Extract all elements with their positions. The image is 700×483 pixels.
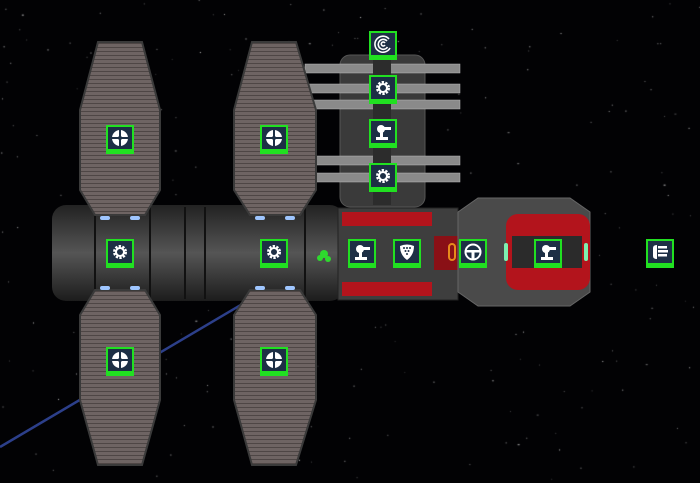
system-room-shields[interactable]	[393, 239, 421, 268]
system-room-engine-mid-1[interactable]	[106, 239, 134, 268]
hand-icon	[653, 245, 668, 259]
turret-icon	[541, 245, 556, 260]
gear-icon	[376, 169, 390, 183]
system-room-weapon-front[interactable]	[534, 239, 562, 268]
system-room-engine-top-1[interactable]	[369, 75, 397, 104]
gear-icon	[113, 245, 127, 259]
turret-icon	[355, 245, 370, 260]
crosshair-circle-icon	[266, 130, 282, 146]
system-room-wing-1-upper[interactable]	[106, 125, 134, 154]
system-room-engine-top-2[interactable]	[369, 163, 397, 192]
system-room-wing-1-lower[interactable]	[106, 347, 134, 376]
crosshair-circle-icon	[112, 130, 128, 146]
system-room-piloting[interactable]	[459, 239, 487, 268]
sensors-icon	[374, 35, 391, 54]
system-room-detached-system[interactable]	[646, 239, 674, 268]
central-hull	[52, 205, 344, 301]
system-room-engine-mid-2[interactable]	[260, 239, 288, 268]
system-room-sensors[interactable]	[369, 31, 397, 60]
crosshair-circle-icon	[266, 352, 282, 368]
wing-1	[79, 41, 161, 466]
shield-icon	[400, 244, 414, 260]
system-room-wing-2-lower[interactable]	[260, 347, 288, 376]
gear-icon	[267, 245, 281, 259]
steering-wheel-icon	[464, 243, 482, 261]
crew-member[interactable]	[317, 250, 331, 262]
system-room-weapon-mid[interactable]	[348, 239, 376, 268]
crosshair-circle-icon	[112, 352, 128, 368]
system-room-weapon-top[interactable]	[369, 119, 397, 148]
gear-icon	[376, 81, 390, 95]
system-room-wing-2-upper[interactable]	[260, 125, 288, 154]
turret-icon	[376, 125, 391, 140]
